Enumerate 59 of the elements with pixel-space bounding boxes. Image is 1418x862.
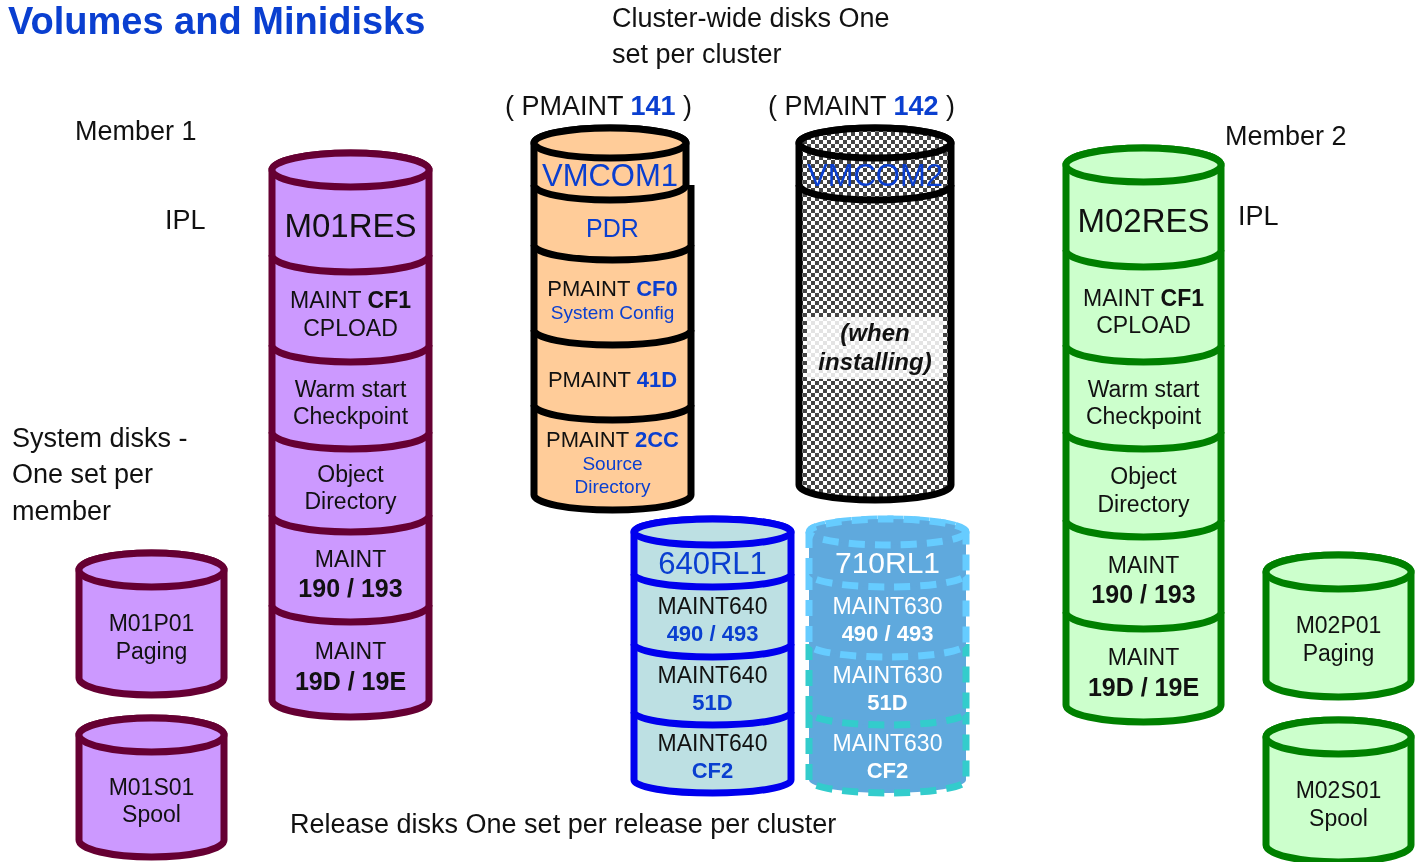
disk-label: 490 / 493 (666, 621, 759, 648)
annotation-text: Member 2 (1225, 120, 1348, 153)
disk-label: M02RES (1077, 201, 1210, 241)
disk-label: MAINT630 (832, 593, 943, 621)
disk-label: M01S01 (108, 773, 195, 802)
disk-label: M02P01 (1295, 612, 1382, 640)
disk-label: CF2 (866, 758, 909, 785)
disk-label: 19D / 19E (294, 665, 407, 696)
disk-label: System Config (550, 302, 675, 326)
disk-label: MAINT640 (657, 730, 768, 758)
disk-label: 710RL1 (834, 545, 941, 582)
annotation-text: System disks - One set per member (12, 422, 189, 528)
disk-label: Spool (1309, 804, 1368, 833)
disk-label: MAINT630 (832, 662, 943, 690)
page-title: Volumes and Minidisks (8, 0, 426, 44)
disk-label: MAINT (314, 638, 387, 666)
disk-label: 490 / 493 (841, 621, 934, 648)
disk-label: PMAINT 2CC (546, 427, 679, 454)
disk-label: Spool (122, 801, 181, 829)
disk-label: 640RL1 (658, 544, 767, 582)
disk-label: CPLOAD (1096, 312, 1191, 340)
disk-label: M01RES (284, 206, 417, 246)
disk-label: 190 / 193 (1091, 579, 1196, 610)
annotation-text: Release disks One set per release per cluster (290, 808, 838, 841)
disk-label: PDR (586, 213, 639, 243)
disk-label: 190 / 193 (298, 573, 403, 604)
disk-label: 51D (867, 690, 908, 717)
disk-label: CPLOAD (303, 314, 398, 343)
disk-label: MAINT (1107, 644, 1180, 672)
disk-label: M02S01 (1295, 777, 1382, 805)
disk-label: MAINT640 (657, 593, 768, 621)
disk-label: Warm start Checkpoint (291, 375, 410, 431)
disk-label: MAINT (314, 545, 387, 574)
annotation-text: ( PMAINT 141 ) (505, 90, 694, 123)
disk-label: 51D (692, 690, 733, 717)
disk-label: MAINT630 (832, 730, 943, 758)
annotation-text: Member 1 (75, 115, 198, 148)
disk-label: VMCOM2 (806, 157, 944, 195)
annotation-text: IPL (1238, 200, 1280, 233)
disk-label: Object Directory (1096, 463, 1191, 519)
annotation-text: Cluster-wide disks One set per cluster (612, 2, 891, 72)
disk-label: MAINT CF1 (1083, 284, 1204, 313)
disk-label: Paging (115, 637, 188, 666)
disk-label: MAINT640 (657, 662, 768, 690)
disk-label: MAINT CF1 (290, 287, 411, 315)
disk-label: CF2 (691, 758, 734, 785)
disk-label: PMAINT 41D (547, 367, 678, 394)
disk-label: Source Directory (573, 453, 652, 499)
disk-label: 19D / 19E (1087, 671, 1200, 702)
disk-label: M01P01 (108, 610, 195, 638)
disk-label: VMCOM1 (541, 157, 679, 195)
disk-label: (when installing) (807, 317, 943, 379)
annotation-text: ( PMAINT 142 ) (768, 90, 957, 123)
annotation-text: IPL (165, 204, 207, 237)
disk-label: Object Directory (303, 460, 398, 516)
disk-label: Warm start Checkpoint (1084, 375, 1203, 431)
disk-label: MAINT (1107, 551, 1180, 580)
disk-label: PMAINT CF0 (547, 275, 678, 303)
disk-label: Paging (1302, 639, 1375, 668)
